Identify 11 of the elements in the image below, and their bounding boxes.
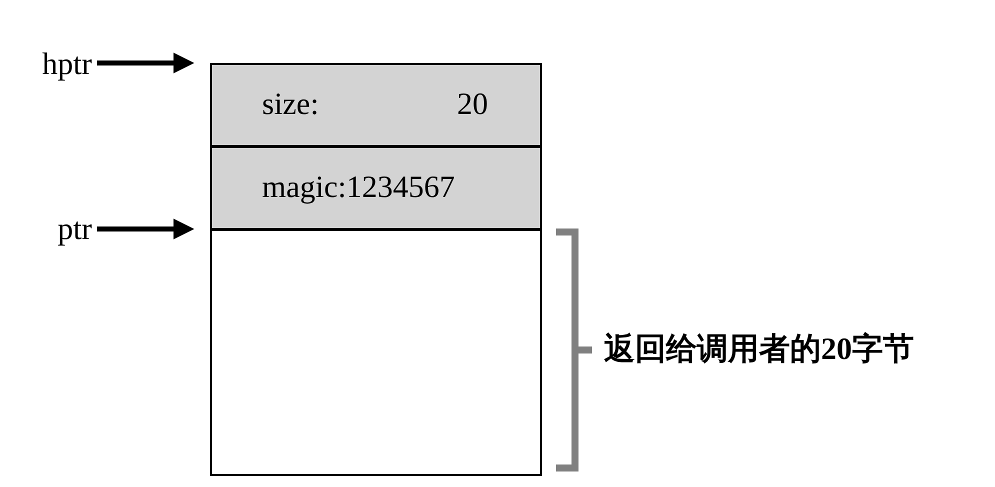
header-cell (210, 63, 542, 147)
pointer-label: ptr (48, 211, 92, 247)
cell-text: 20 (457, 87, 488, 121)
arrow (97, 52, 194, 74)
cell-text: magic:1234567 (262, 170, 455, 204)
pointer-label: hptr (26, 46, 92, 82)
bracket-label: 返回给调用者的20字节 (604, 332, 914, 366)
header-cell (210, 146, 542, 230)
arrow (97, 218, 194, 240)
cell-text: size: (262, 87, 319, 121)
memory-block (210, 229, 542, 476)
